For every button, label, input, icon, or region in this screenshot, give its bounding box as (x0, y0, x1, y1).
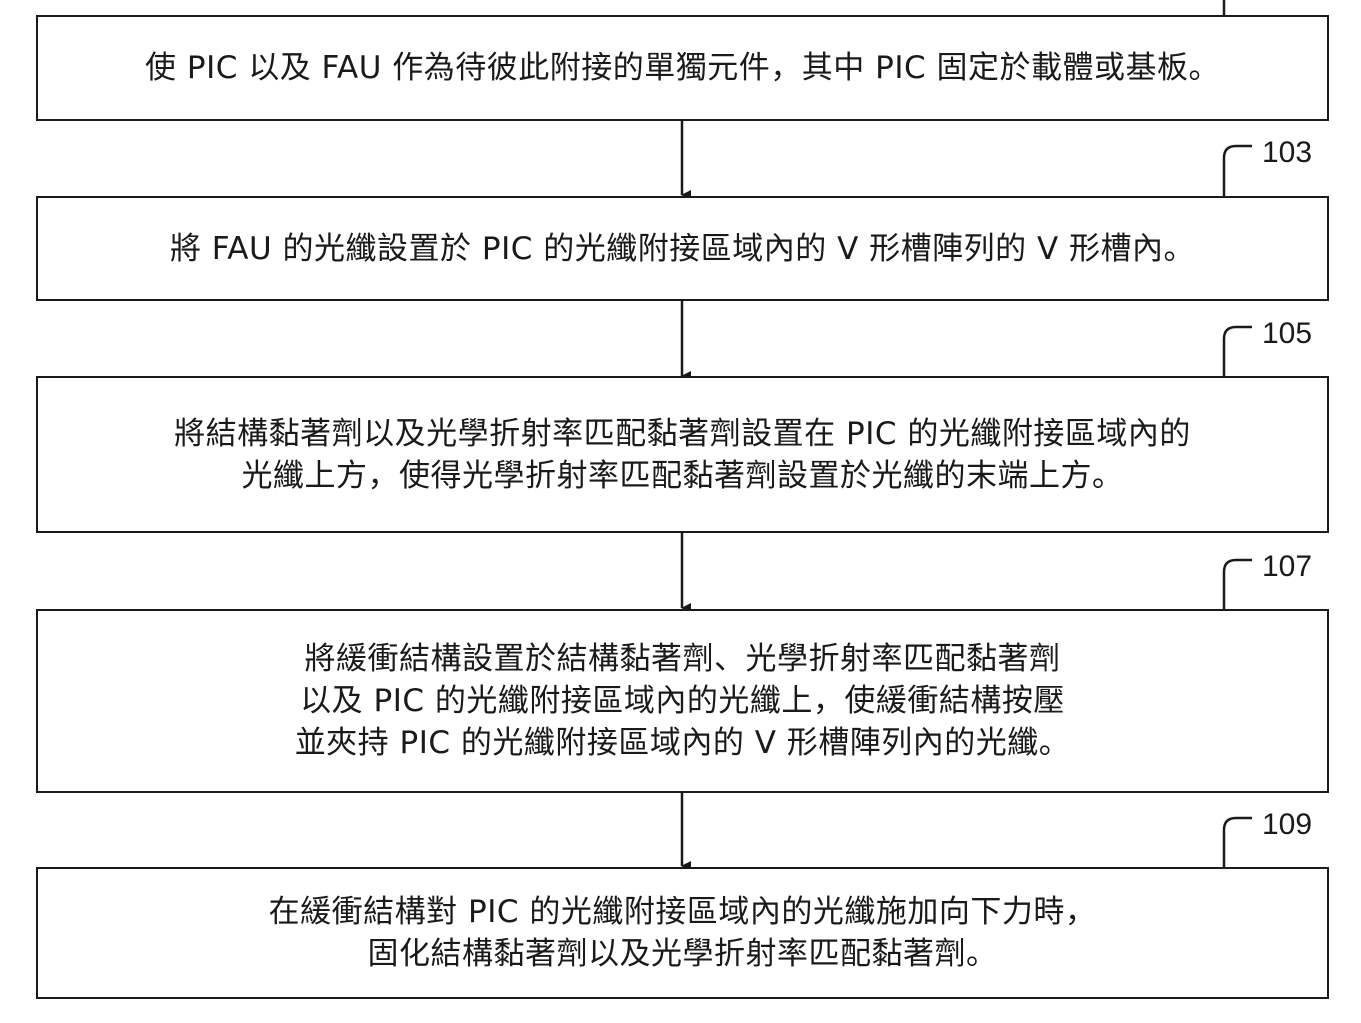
ref-label-109: 109 (1262, 808, 1313, 841)
step-box-103: 將 FAU 的光纖設置於 PIC 的光纖附接區域內的 V 形槽陣列的 V 形槽內… (36, 196, 1329, 301)
leader-hook-109 (1222, 816, 1252, 868)
ref-label-105: 105 (1262, 317, 1313, 350)
leader-hook-105 (1222, 325, 1252, 377)
step-box-101: 使 PIC 以及 FAU 作為待彼此附接的單獨元件，其中 PIC 固定於載體或基… (36, 15, 1329, 121)
ref-label-107: 107 (1262, 550, 1313, 583)
ref-label-103: 103 (1262, 136, 1313, 169)
step-box-109: 在緩衝結構對 PIC 的光纖附接區域內的光纖施加向下力時， 固化結構黏著劑以及光… (36, 867, 1329, 999)
step-text-109: 在緩衝結構對 PIC 的光纖附接區域內的光纖施加向下力時， 固化結構黏著劑以及光… (268, 894, 1097, 972)
step-box-105: 將結構黏著劑以及光學折射率匹配黏著劑設置在 PIC 的光纖附接區域內的 光纖上方… (36, 376, 1329, 533)
step-text-101: 使 PIC 以及 FAU 作為待彼此附接的單獨元件，其中 PIC 固定於載體或基… (145, 50, 1220, 86)
step-box-107: 將緩衝結構設置於結構黏著劑、光學折射率匹配黏著劑 以及 PIC 的光纖附接區域內… (36, 609, 1329, 793)
leader-hook-107 (1222, 558, 1252, 610)
step-text-103: 將 FAU 的光纖設置於 PIC 的光纖附接區域內的 V 形槽陣列的 V 形槽內… (169, 230, 1196, 267)
leader-hook-103 (1222, 144, 1252, 197)
step-text-107: 將緩衝結構設置於結構黏著劑、光學折射率匹配黏著劑 以及 PIC 的光纖附接區域內… (294, 641, 1071, 761)
step-text-105: 將結構黏著劑以及光學折射率匹配黏著劑設置在 PIC 的光纖附接區域內的 光纖上方… (174, 415, 1191, 494)
